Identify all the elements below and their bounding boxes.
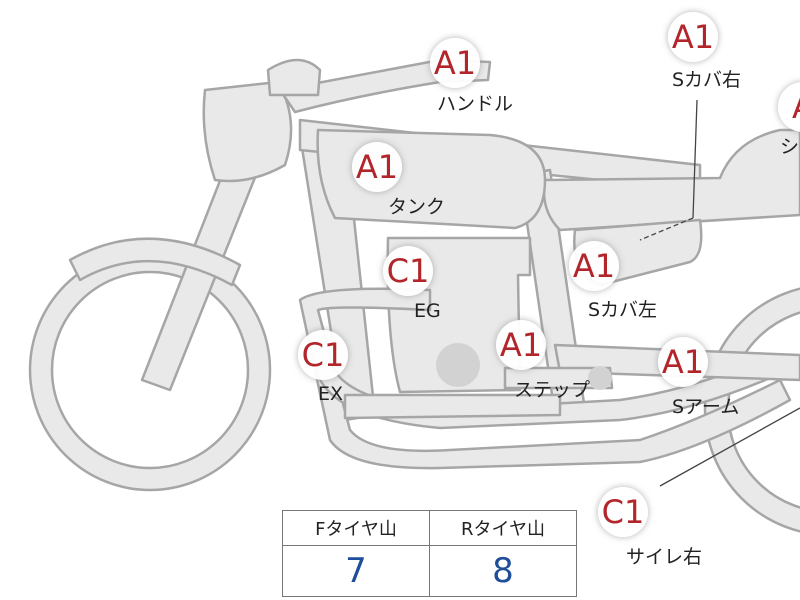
part-label-silencer-right: サイレ右 <box>626 546 703 568</box>
part-label-step: ステップ <box>514 379 591 401</box>
part-label-exhaust: EX <box>318 383 344 405</box>
grade-text: A1 <box>661 343 705 381</box>
triple-clamp <box>266 58 322 97</box>
tread-value-front: 7 <box>282 545 430 597</box>
grade-circle-silencer-right: C1 <box>598 487 648 537</box>
part-label-tank: タンク <box>388 196 446 218</box>
tread-header-rear: Rタイヤ山 <box>429 510 577 546</box>
grade-text: C1 <box>386 252 430 290</box>
grade-circle-handle: A1 <box>430 38 480 88</box>
leader-line-silencer-right <box>659 407 800 487</box>
leader-line-s-cover-right <box>692 99 698 219</box>
grade-text: A <box>792 88 800 126</box>
tire-tread-table: Fタイヤ山 Rタイヤ山 7 8 <box>282 510 577 597</box>
grade-text: A1 <box>671 18 715 56</box>
grade-circle-s-cover-left: A1 <box>569 241 619 291</box>
part-label-s-cover-right: Sカバ右 <box>672 69 742 91</box>
seat <box>542 128 800 232</box>
grade-circle-engine: C1 <box>383 246 433 296</box>
grade-text: A1 <box>572 247 616 285</box>
step-bar <box>503 366 614 390</box>
grade-text: C1 <box>601 493 645 531</box>
frame-lower-rail <box>343 393 562 420</box>
exhaust-pipe <box>298 287 792 470</box>
tread-value-rear: 8 <box>429 545 577 597</box>
engine-cover <box>436 343 480 387</box>
grade-circle-step: A1 <box>496 320 546 370</box>
part-label-swing-arm: Sアーム <box>672 396 740 418</box>
grade-circle-tank: A1 <box>352 142 402 192</box>
front-fender <box>68 237 242 287</box>
part-label-seat: シ <box>780 136 800 158</box>
grade-circle-s-cover-right: A1 <box>668 12 718 62</box>
grade-circle-seat: A <box>778 82 800 132</box>
grade-circle-exhaust: C1 <box>298 330 348 380</box>
part-label-handle: ハンドル <box>437 93 514 115</box>
grade-text: C1 <box>301 336 345 374</box>
grade-text: A1 <box>355 148 399 186</box>
part-label-s-cover-left: Sカバ左 <box>588 299 658 321</box>
grade-circle-swing-arm: A1 <box>658 337 708 387</box>
grade-text: A1 <box>499 326 543 364</box>
headlight <box>202 80 293 183</box>
tread-header-front: Fタイヤ山 <box>282 510 430 546</box>
leader-line-s-cover-right-dash <box>639 217 694 241</box>
step-peg <box>588 366 612 390</box>
part-label-engine: EG <box>414 300 441 322</box>
grade-text: A1 <box>433 44 477 82</box>
